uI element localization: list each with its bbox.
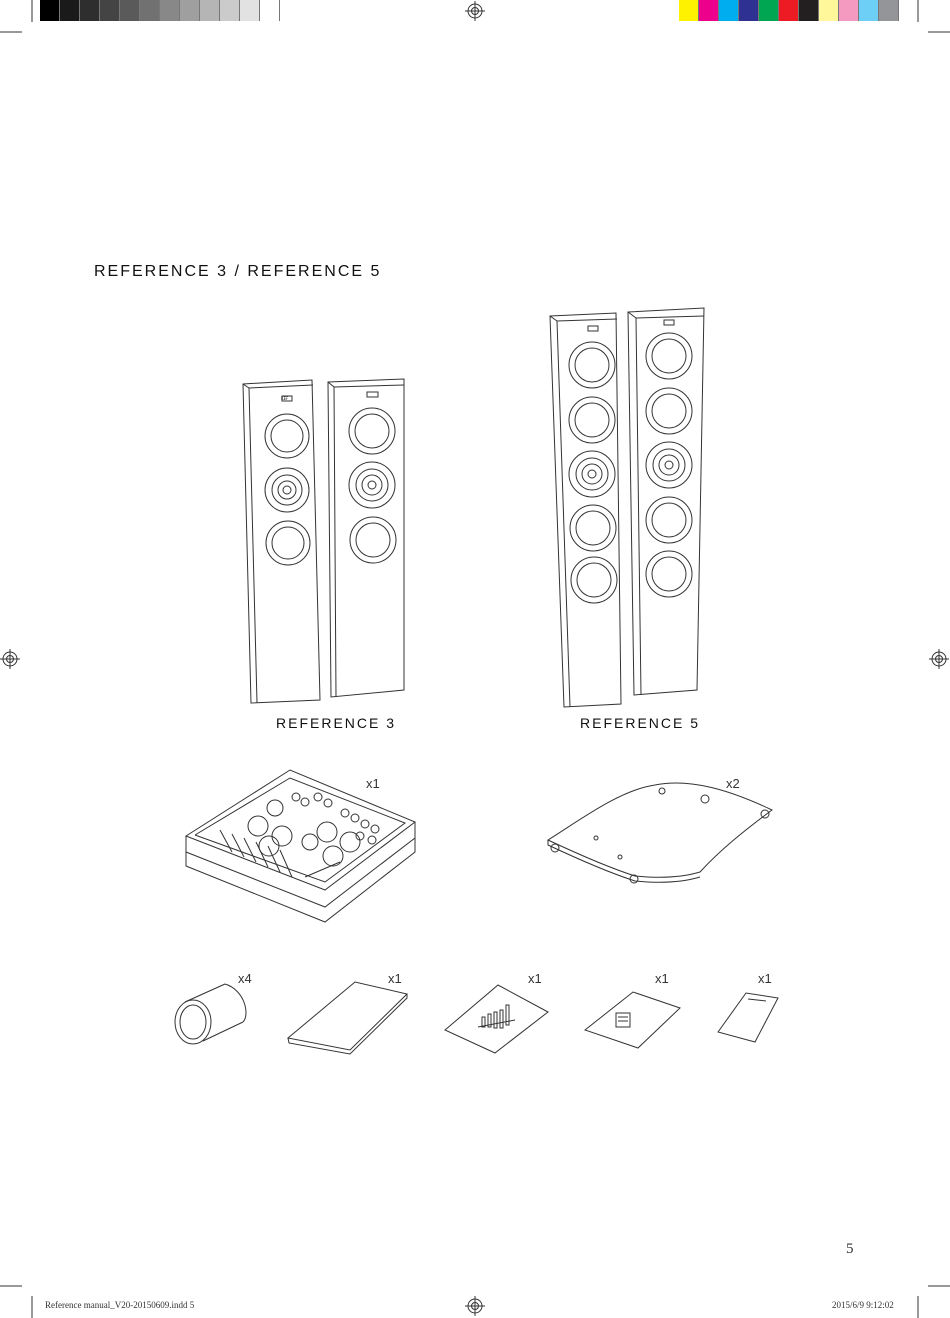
registration-mark-left [0,649,20,669]
reference-5-speaker-right [628,308,704,695]
manual-b-illustration [585,992,680,1048]
footer-file-name: Reference manual_V20-20150609.indd 5 [45,1300,194,1310]
reference-3-caption: REFERENCE 3 [276,715,396,731]
cylinder-illustration [175,984,246,1044]
manual-a-illustration [445,985,548,1053]
registration-mark-top [465,1,485,21]
registration-mark-right [929,649,949,669]
cylinder-quantity: x4 [238,971,252,986]
footer-timestamp: 2015/6/9 9:12:02 [832,1300,894,1310]
grille-box-illustration [186,770,415,922]
plinth-illustration [548,783,772,883]
cleaning-cloth-illustration [288,982,407,1054]
plinth-quantity: x2 [726,776,740,791]
reference-3-speaker-left [243,380,320,703]
registration-card-illustration [718,993,778,1042]
manual-b-quantity: x1 [655,971,669,986]
reference-5-caption: REFERENCE 5 [580,715,700,731]
grille-box-quantity: x1 [366,776,380,791]
page-title: REFERENCE 3 / REFERENCE 5 [94,263,381,281]
page-number: 5 [846,1241,854,1258]
card-quantity: x1 [758,971,772,986]
kef-logo: KEF [281,396,288,401]
reference-3-speaker-right [328,379,404,697]
cloth-quantity: x1 [388,971,402,986]
manual-a-quantity: x1 [528,971,542,986]
reference-5-speaker-left [550,313,621,707]
registration-mark-bottom [465,1296,485,1316]
